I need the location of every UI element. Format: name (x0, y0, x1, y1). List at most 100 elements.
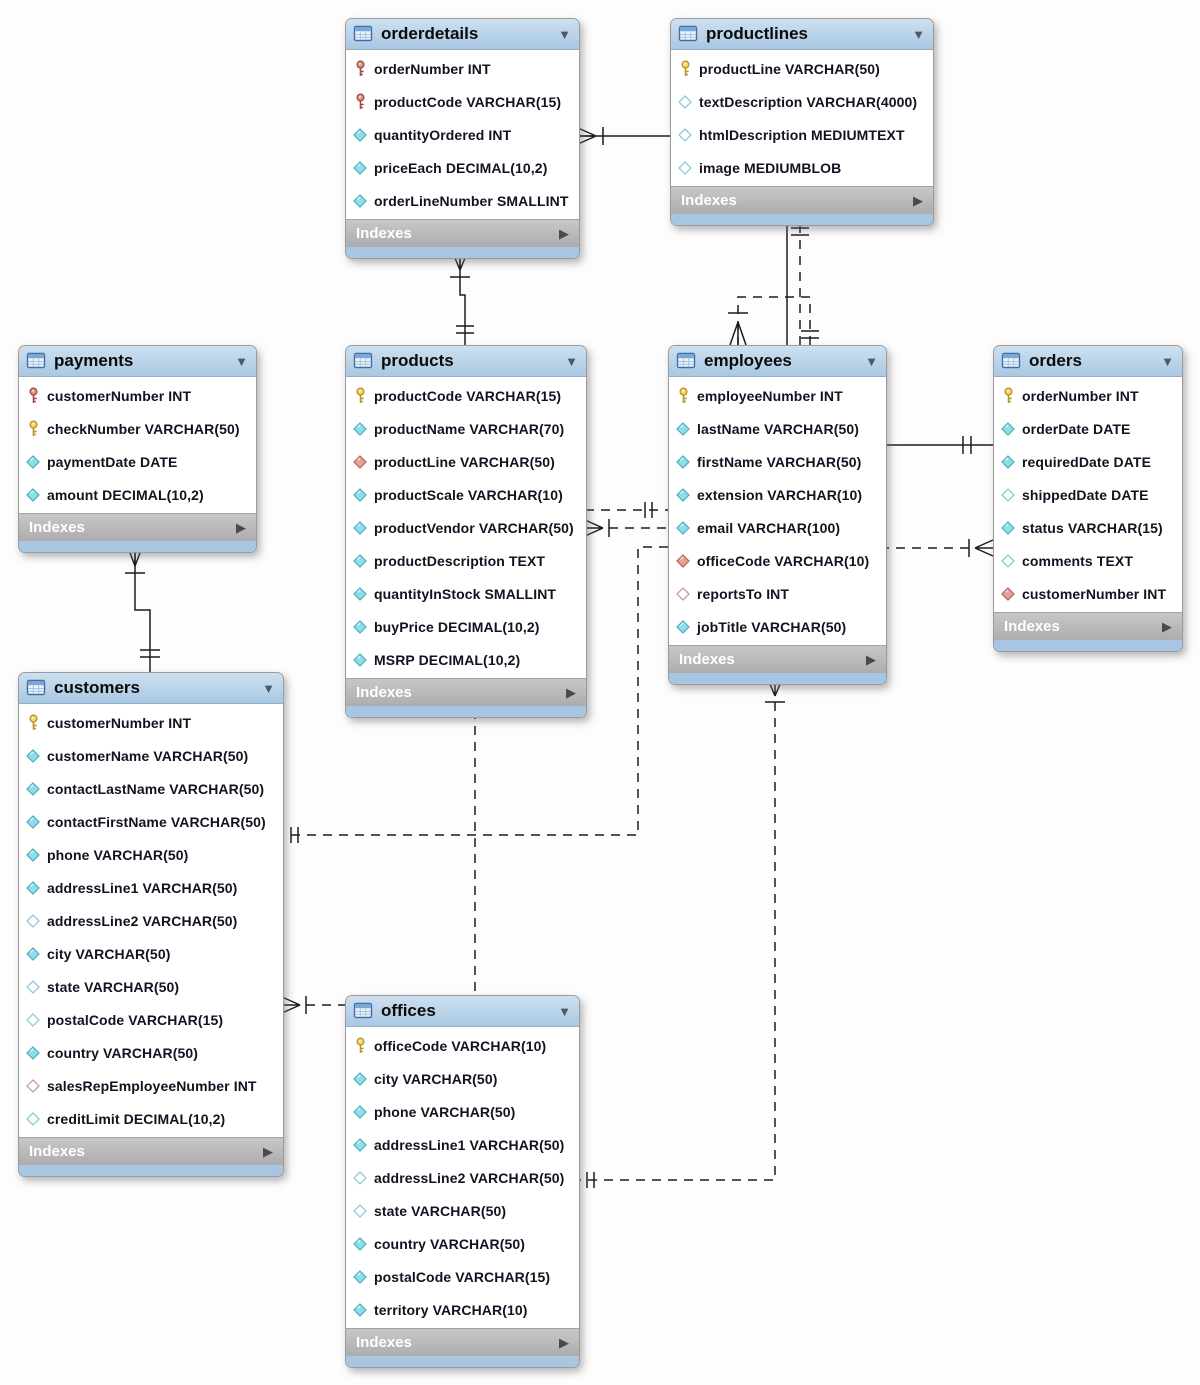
table-header-payments[interactable]: payments▼ (19, 346, 256, 377)
indexes-bar[interactable]: Indexes▶ (669, 645, 886, 673)
expand-arrow-icon[interactable]: ▶ (236, 520, 246, 535)
column-row[interactable]: addressLine1 VARCHAR(50) (19, 871, 283, 904)
relationship-orders-customers[interactable] (284, 539, 994, 843)
column-row[interactable]: amount DECIMAL(10,2) (19, 478, 256, 511)
column-row[interactable]: productCode VARCHAR(15) (346, 85, 579, 118)
column-row[interactable]: productLine VARCHAR(50) (346, 445, 586, 478)
column-row[interactable]: productCode VARCHAR(15) (346, 379, 586, 412)
column-row[interactable]: customerName VARCHAR(50) (19, 739, 283, 772)
column-row[interactable]: city VARCHAR(50) (346, 1062, 579, 1095)
expand-arrow-icon[interactable]: ▶ (866, 652, 876, 667)
column-row[interactable]: customerNumber INT (19, 379, 256, 412)
column-row[interactable]: quantityInStock SMALLINT (346, 577, 586, 610)
expand-arrow-icon[interactable]: ▶ (1162, 619, 1172, 634)
column-row[interactable]: status VARCHAR(15) (994, 511, 1182, 544)
collapse-arrow-icon[interactable]: ▼ (912, 26, 925, 42)
column-row[interactable]: paymentDate DATE (19, 445, 256, 478)
column-row[interactable]: city VARCHAR(50) (19, 937, 283, 970)
column-row[interactable]: postalCode VARCHAR(15) (346, 1260, 579, 1293)
column-row[interactable]: MSRP DECIMAL(10,2) (346, 643, 586, 676)
column-row[interactable]: textDescription VARCHAR(4000) (671, 85, 933, 118)
column-row[interactable]: country VARCHAR(50) (346, 1227, 579, 1260)
column-row[interactable]: extension VARCHAR(10) (669, 478, 886, 511)
collapse-arrow-icon[interactable]: ▼ (1161, 353, 1174, 369)
column-row[interactable]: orderLineNumber SMALLINT (346, 184, 579, 217)
table-header-orders[interactable]: orders▼ (994, 346, 1182, 377)
column-row[interactable]: addressLine2 VARCHAR(50) (19, 904, 283, 937)
collapse-arrow-icon[interactable]: ▼ (235, 353, 248, 369)
column-row[interactable]: productLine VARCHAR(50) (671, 52, 933, 85)
column-row[interactable]: htmlDescription MEDIUMTEXT (671, 118, 933, 151)
column-row[interactable]: phone VARCHAR(50) (346, 1095, 579, 1128)
expand-arrow-icon[interactable]: ▶ (559, 1335, 569, 1350)
column-row[interactable]: orderDate DATE (994, 412, 1182, 445)
column-row[interactable]: firstName VARCHAR(50) (669, 445, 886, 478)
column-row[interactable]: orderNumber INT (994, 379, 1182, 412)
indexes-bar[interactable]: Indexes▶ (346, 219, 579, 247)
relationship-employees-reportsto-self[interactable] (728, 296, 819, 346)
indexes-bar[interactable]: Indexes▶ (346, 678, 586, 706)
column-row[interactable]: creditLimit DECIMAL(10,2) (19, 1102, 283, 1135)
column-row[interactable]: addressLine2 VARCHAR(50) (346, 1161, 579, 1194)
relationship-orderdetails-products[interactable] (450, 250, 474, 345)
column-row[interactable]: officeCode VARCHAR(10) (346, 1029, 579, 1062)
expand-arrow-icon[interactable]: ▶ (566, 685, 576, 700)
column-row[interactable]: buyPrice DECIMAL(10,2) (346, 610, 586, 643)
table-header-offices[interactable]: offices▼ (346, 996, 579, 1027)
indexes-bar[interactable]: Indexes▶ (19, 513, 256, 541)
column-row[interactable]: jobTitle VARCHAR(50) (669, 610, 886, 643)
collapse-arrow-icon[interactable]: ▼ (558, 26, 571, 42)
relationship-customers-employees[interactable] (281, 502, 668, 1014)
expand-arrow-icon[interactable]: ▶ (913, 193, 923, 208)
column-row[interactable]: addressLine1 VARCHAR(50) (346, 1128, 579, 1161)
table-header-employees[interactable]: employees▼ (669, 346, 886, 377)
table-header-customers[interactable]: customers▼ (19, 673, 283, 704)
table-productlines[interactable]: productlines▼productLine VARCHAR(50)text… (670, 18, 934, 226)
column-row[interactable]: checkNumber VARCHAR(50) (19, 412, 256, 445)
column-row[interactable]: contactFirstName VARCHAR(50) (19, 805, 283, 838)
column-row[interactable]: quantityOrdered INT (346, 118, 579, 151)
collapse-arrow-icon[interactable]: ▼ (565, 353, 578, 369)
column-row[interactable]: email VARCHAR(100) (669, 511, 886, 544)
column-row[interactable]: postalCode VARCHAR(15) (19, 1003, 283, 1036)
column-row[interactable]: reportsTo INT (669, 577, 886, 610)
column-row[interactable]: salesRepEmployeeNumber INT (19, 1069, 283, 1102)
indexes-bar[interactable]: Indexes▶ (346, 1328, 579, 1356)
collapse-arrow-icon[interactable]: ▼ (558, 1003, 571, 1019)
table-header-products[interactable]: products▼ (346, 346, 586, 377)
column-row[interactable]: comments TEXT (994, 544, 1182, 577)
column-row[interactable]: phone VARCHAR(50) (19, 838, 283, 871)
relationship-orderdetails-orders[interactable] (577, 127, 993, 454)
column-row[interactable]: shippedDate DATE (994, 478, 1182, 511)
column-row[interactable]: lastName VARCHAR(50) (669, 412, 886, 445)
column-row[interactable]: country VARCHAR(50) (19, 1036, 283, 1069)
table-offices[interactable]: offices▼officeCode VARCHAR(10)city VARCH… (345, 995, 580, 1368)
table-header-productlines[interactable]: productlines▼ (671, 19, 933, 50)
column-row[interactable]: productScale VARCHAR(10) (346, 478, 586, 511)
column-row[interactable]: requiredDate DATE (994, 445, 1182, 478)
column-row[interactable]: employeeNumber INT (669, 379, 886, 412)
column-row[interactable]: orderNumber INT (346, 52, 579, 85)
column-row[interactable]: customerNumber INT (19, 706, 283, 739)
column-row[interactable]: state VARCHAR(50) (19, 970, 283, 1003)
collapse-arrow-icon[interactable]: ▼ (865, 353, 878, 369)
column-row[interactable]: productDescription TEXT (346, 544, 586, 577)
indexes-bar[interactable]: Indexes▶ (671, 186, 933, 214)
column-row[interactable]: contactLastName VARCHAR(50) (19, 772, 283, 805)
expand-arrow-icon[interactable]: ▶ (263, 1144, 273, 1159)
relationship-products-productlines[interactable] (584, 218, 809, 537)
column-row[interactable]: state VARCHAR(50) (346, 1194, 579, 1227)
expand-arrow-icon[interactable]: ▶ (559, 226, 569, 241)
indexes-bar[interactable]: Indexes▶ (994, 612, 1182, 640)
column-row[interactable]: image MEDIUMBLOB (671, 151, 933, 184)
collapse-arrow-icon[interactable]: ▼ (262, 680, 275, 696)
indexes-bar[interactable]: Indexes▶ (19, 1137, 283, 1165)
column-row[interactable]: productName VARCHAR(70) (346, 412, 586, 445)
table-header-orderdetails[interactable]: orderdetails▼ (346, 19, 579, 50)
column-row[interactable]: priceEach DECIMAL(10,2) (346, 151, 579, 184)
column-row[interactable]: territory VARCHAR(10) (346, 1293, 579, 1326)
